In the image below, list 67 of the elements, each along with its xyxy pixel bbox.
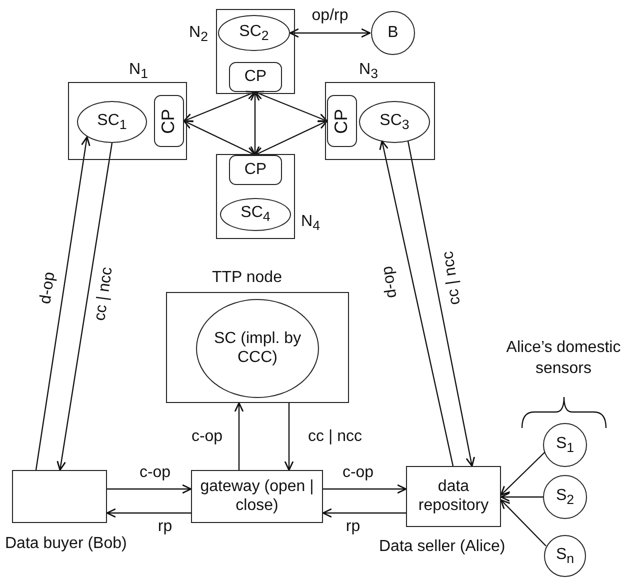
group-label: Alice’s domestic sensors [505, 338, 622, 379]
arrow [183, 120, 256, 156]
node-label: CP [244, 68, 267, 86]
cp-box [229, 62, 282, 92]
node-label: data repository [417, 478, 490, 515]
arrow [322, 508, 406, 518]
node-label: N$_{1}$ [129, 61, 148, 82]
smart-contract-ellipse [220, 198, 291, 231]
edge-label: rp [346, 518, 360, 536]
node-label: B [388, 24, 398, 42]
edge-label: c-op [191, 428, 223, 446]
edge-label: cc | ncc [308, 428, 362, 446]
edge-label: d-op [379, 264, 401, 300]
node-label: N$_{2}$ [189, 24, 208, 45]
node-label: CP [244, 160, 267, 180]
gateway-box [191, 470, 323, 523]
arrow [250, 91, 260, 156]
cp-box [327, 95, 357, 147]
node-label: SC (impl. by CCC) [212, 330, 302, 367]
smart-contract-ellipse [359, 101, 430, 143]
smart-contract-ellipse [218, 15, 290, 51]
node-label: SC$_{3}$ [380, 112, 410, 132]
node-label: N$_{3}$ [359, 61, 378, 82]
arrow [234, 402, 244, 470]
node-label: S$_{1}$ [556, 434, 574, 456]
arrow [284, 403, 294, 471]
node-label: CP [158, 108, 180, 134]
node-label: gateway (open | close) [199, 478, 315, 515]
node-label: SC$_{4}$ [240, 204, 270, 225]
smart-contract-ellipse [196, 299, 319, 398]
node-label: SC$_{2}$ [239, 22, 269, 44]
edge-label: c-op [139, 464, 171, 482]
arrow [500, 452, 546, 496]
arrow [500, 499, 546, 546]
arrow [254, 120, 328, 156]
node-label: TTP node [212, 269, 282, 287]
arrow [56, 142, 113, 471]
node-label: S$_{n}$ [556, 546, 574, 566]
sensor-circle [543, 475, 587, 519]
node-label: S$_{2}$ [556, 486, 574, 508]
edge-label: op/rp [312, 7, 348, 25]
node-label: CP [332, 108, 352, 134]
node-label: Data buyer (Bob) [5, 535, 127, 553]
node-label: N$_{4}$ [301, 213, 320, 234]
edge-label: cc | ncc [440, 250, 464, 306]
arrow [407, 140, 476, 467]
node-label: Data seller (Alice) [379, 538, 506, 556]
arrow [289, 28, 371, 38]
node-circle [371, 11, 415, 55]
edge-label: cc | ncc [92, 266, 116, 322]
arrow [107, 484, 192, 494]
cp-box [229, 155, 282, 185]
arrow [323, 484, 407, 494]
smart-contract-ellipse [77, 101, 147, 143]
arrow [106, 508, 191, 518]
arrow [500, 492, 543, 502]
edge-label: d-op [37, 270, 59, 306]
arrow [35, 136, 90, 470]
edge-label: rp [158, 518, 172, 536]
node-label: SC$_{1}$ [97, 112, 127, 132]
cp-box [154, 95, 184, 147]
arrow [183, 90, 256, 122]
arrow [254, 90, 328, 122]
arrow [379, 140, 454, 466]
sensor-circle [543, 423, 587, 467]
edge-label: c-op [342, 464, 374, 482]
sensor-circle [544, 535, 586, 577]
